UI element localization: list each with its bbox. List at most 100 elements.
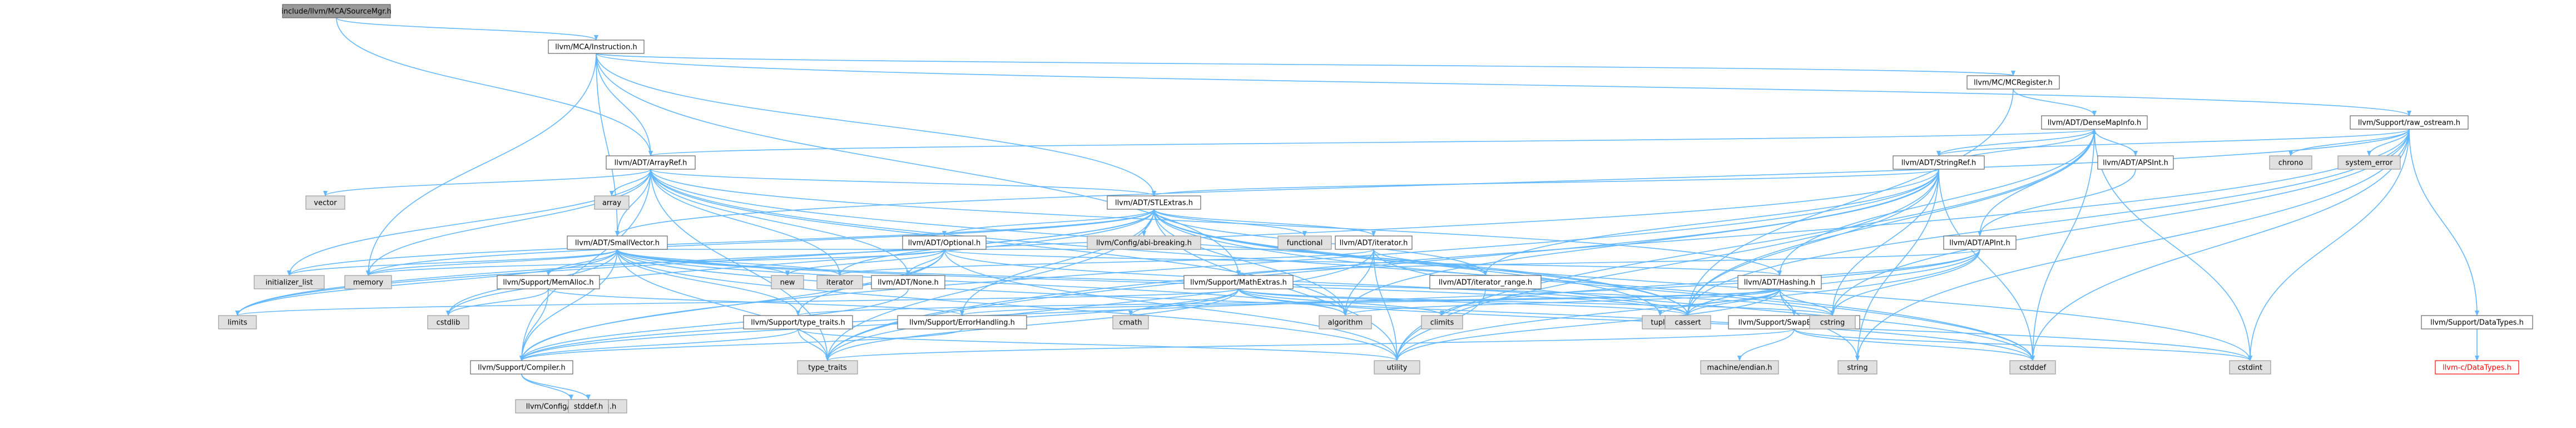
node-mca_instruction[interactable]: llvm/MCA/Instruction.h: [548, 40, 645, 54]
edge-adt_arrayref-to-support_compiler: [519, 169, 651, 361]
node-label: include/llvm/MCA/SourceMgr.h: [281, 8, 392, 16]
edge-adt_stlextras-to-adt_optional: [942, 209, 1155, 237]
node-adt_stlextras[interactable]: llvm/ADT/STLExtras.h: [1107, 195, 1201, 210]
node-vector: vector: [305, 195, 345, 210]
node-box: [1277, 235, 1332, 250]
edge-adt_stlextras-to-memory: [366, 209, 1155, 276]
node-label: cstdint: [2238, 364, 2262, 372]
node-adt_iterator[interactable]: llvm/ADT/iterator.h: [1335, 235, 1413, 250]
edge-adt_stringref-to-adt_stlextras: [1152, 169, 1939, 196]
edge-mc_mcregister-to-adt_densemapinfo: [2013, 88, 2097, 116]
node-adt_none[interactable]: llvm/ADT/None.h: [871, 275, 945, 289]
edge-mc_mcregister-to-cassert: [1686, 88, 2014, 316]
edge-adt_optional-to-new: [785, 249, 945, 276]
node-box: [548, 40, 645, 54]
node-support_mathextras[interactable]: llvm/Support/MathExtras.h: [1183, 275, 1294, 289]
node-llvm_c_datatypes[interactable]: llvm-c/DataTypes.h: [2435, 360, 2519, 375]
edge-adt_hashing-to-tuple: [1658, 288, 1780, 316]
node-box: [1087, 235, 1201, 250]
node-box: [1665, 315, 1711, 329]
node-support_raw_ostream[interactable]: llvm/Support/raw_ostream.h: [2350, 115, 2469, 130]
node-label: llvm/ADT/iterator.h: [1340, 239, 1408, 248]
node-label: llvm/ADT/ArrayRef.h: [615, 159, 687, 168]
node-box: [2009, 360, 2056, 375]
edge-adt_optional-to-memory: [366, 249, 945, 276]
node-label: climits: [1430, 319, 1454, 327]
node-support_errorhandling[interactable]: llvm/Support/ErrorHandling.h: [897, 315, 1027, 329]
node-label: llvm/Support/raw_ostream.h: [2358, 119, 2460, 127]
node-label: type_traits: [808, 364, 847, 372]
edge-adt_arrayref-to-adt_smallvector: [615, 169, 651, 237]
node-limits: limits: [218, 315, 257, 329]
edge-support_compiler-to-stddef: [521, 373, 591, 400]
node-box: [497, 275, 600, 289]
edge-adt_arrayref-to-memory: [366, 169, 651, 276]
node-support_compiler[interactable]: llvm/Support/Compiler.h: [470, 360, 573, 375]
edge-adt_arrayref-to-cstddef: [650, 169, 2035, 361]
node-adt_apsint[interactable]: llvm/ADT/APSInt.h: [2097, 155, 2174, 170]
edge-adt_iterator-to-adt_iterator_range: [1373, 249, 1488, 276]
node-label: llvm/MC/MCRegister.h: [1974, 79, 2053, 87]
edge-adt_hashing-to-support_errorhandling: [960, 288, 1780, 316]
node-support_datatypes[interactable]: llvm/Support/DataTypes.h: [2421, 315, 2533, 329]
node-label: stddef.h: [574, 403, 603, 411]
node-box: [2269, 155, 2312, 170]
edge-support_raw_ostream-to-adt_stringref: [1936, 129, 2410, 156]
edge-mca_instruction-to-memory: [366, 53, 597, 276]
node-adt_densemapinfo[interactable]: llvm/ADT/DenseMapInfo.h: [2041, 115, 2148, 130]
edge-adt_arrayref-to-iterator: [650, 169, 842, 276]
node-label: algorithm: [1328, 319, 1363, 327]
node-label: memory: [353, 279, 384, 287]
edge-support_errorhandling-to-support_compiler: [519, 328, 963, 361]
edge-support_compiler-to-config_llvm_config: [521, 373, 573, 400]
edge-adt_apint-to-support_mathextras: [1236, 249, 1980, 276]
node-adt_optional[interactable]: llvm/ADT/Optional.h: [902, 235, 987, 250]
edge-adt_smallvector-to-initializer_list: [287, 249, 618, 276]
node-box: [1429, 275, 1542, 289]
node-adt_hashing[interactable]: llvm/ADT/Hashing.h: [1737, 275, 1822, 289]
edge-adt_arrayref-to-array: [610, 169, 651, 196]
edge-adt_stlextras-to-cstddef: [1153, 209, 2035, 361]
edge-adt_stringref-to-cstddef: [1938, 169, 2035, 361]
node-label: llvm/ADT/iterator_range.h: [1439, 279, 1532, 287]
node-box: [1319, 315, 1372, 329]
node-box: [816, 275, 863, 289]
edge-adt_hashing-to-support_type_traits: [796, 288, 1780, 316]
node-box: [1374, 360, 1420, 375]
node-support_type_traits[interactable]: llvm/Support/type_traits.h: [743, 315, 853, 329]
edge-support_raw_ostream-to-chrono: [2288, 129, 2410, 156]
edge-adt_stringref-to-cassert: [1686, 169, 1939, 316]
node-adt_stringref[interactable]: llvm/ADT/StringRef.h: [1893, 155, 1985, 170]
edge-adt_arrayref-to-adt_none: [650, 169, 910, 276]
node-adt_iterator_range[interactable]: llvm/ADT/iterator_range.h: [1429, 275, 1542, 289]
node-box: [2337, 155, 2401, 170]
edge-support_type_traits-to-utility: [797, 328, 1399, 361]
node-root[interactable]: include/llvm/MCA/SourceMgr.h: [281, 4, 392, 18]
edge-adt_apint-to-support_compiler: [519, 249, 1980, 361]
edge-support_memalloc-to-cstdlib: [446, 288, 549, 316]
edge-adt_densemapinfo-to-cstddef: [2030, 129, 2095, 361]
node-adt_arrayref[interactable]: llvm/ADT/ArrayRef.h: [606, 155, 696, 170]
node-label: cstring: [1820, 319, 1845, 327]
edge-mca_instruction-to-support_raw_ostream: [596, 53, 2411, 116]
node-support_memalloc[interactable]: llvm/Support/MemAlloc.h: [497, 275, 600, 289]
node-cstdlib: cstdlib: [427, 315, 469, 329]
node-array: array: [594, 195, 630, 210]
node-machine_endian: machine/endian.h: [1700, 360, 1779, 375]
node-box: [254, 275, 325, 289]
edge-adt_stringref-to-cstring: [1830, 169, 1939, 316]
edge-adt_hashing-to-algorithm: [1343, 288, 1780, 316]
node-utility: utility: [1374, 360, 1420, 375]
node-label: chrono: [2278, 159, 2303, 168]
node-box: [218, 315, 257, 329]
node-box: [606, 155, 696, 170]
node-adt_apint[interactable]: llvm/ADT/APInt.h: [1943, 235, 2017, 250]
node-mc_mcregister[interactable]: llvm/MC/MCRegister.h: [1966, 75, 2060, 90]
edge-support_mathextras-to-cmath: [1128, 288, 1239, 316]
node-box: [743, 315, 853, 329]
node-adt_smallvector[interactable]: llvm/ADT/SmallVector.h: [567, 235, 668, 250]
edge-support_raw_ostream-to-cstdint: [2248, 129, 2410, 361]
node-label: initializer_list: [265, 279, 313, 287]
edge-support_mathextras-to-support_compiler: [519, 288, 1239, 361]
edge-support_raw_ostream-to-cstddef: [2030, 129, 2410, 361]
